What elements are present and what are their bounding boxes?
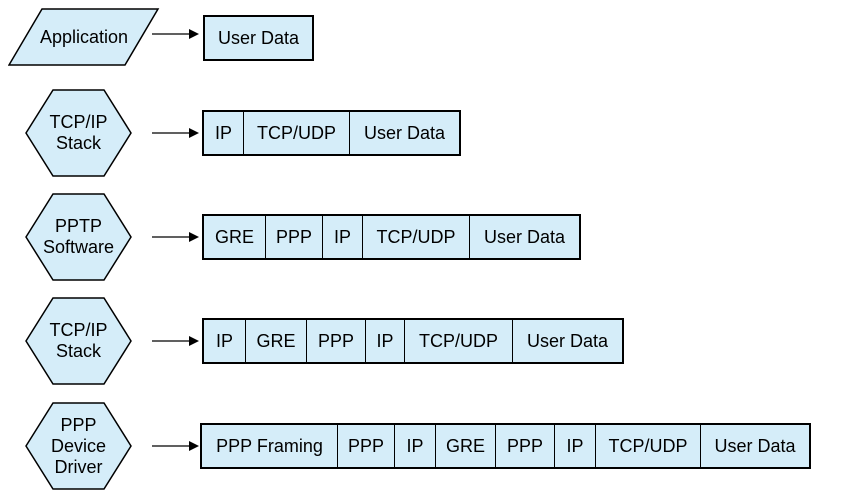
packet-strip-tcpip-1: IP TCP/UDP User Data: [202, 110, 461, 156]
arrow-right-icon: [152, 29, 199, 39]
packet-cell: User Data: [512, 320, 622, 362]
packet-cell: User Data: [217, 27, 300, 48]
packet-cell: GRE: [214, 226, 254, 247]
arrow-right-icon: [152, 128, 199, 138]
packet-cell: IP: [322, 216, 362, 258]
arrow-right-icon: [152, 336, 199, 346]
packet-strip-pptp: GRE PPP IP TCP/UDP User Data: [202, 214, 581, 260]
parallelogram-shape: [8, 8, 160, 66]
packet-cell: TCP/UDP: [362, 216, 469, 258]
packet-cell: TCP/UDP: [243, 112, 349, 154]
hexagon-shape: [25, 193, 132, 281]
packet-cell: PPP: [306, 320, 365, 362]
packet-cell: IP: [365, 320, 404, 362]
arrow-right-icon: [152, 441, 199, 451]
packet-cell: User Data: [349, 112, 459, 154]
hexagon-shape: [25, 297, 132, 385]
packet-cell: User Data: [700, 425, 809, 467]
packet-cell: TCP/UDP: [404, 320, 512, 362]
packet-cell: IP: [394, 425, 435, 467]
packet-cell: GRE: [245, 320, 306, 362]
packet-cell: PPP: [265, 216, 322, 258]
packet-cell: PPP: [495, 425, 554, 467]
hexagon-shape: [25, 89, 132, 177]
packet-strip-tcpip-2: IP GRE PPP IP TCP/UDP User Data: [202, 318, 624, 364]
packet-cell: GRE: [435, 425, 495, 467]
packet-strip-application: User Data: [203, 15, 314, 61]
packet-cell: IP: [214, 122, 232, 143]
packet-cell: IP: [215, 330, 233, 351]
packet-cell: PPP: [337, 425, 394, 467]
packet-strip-ppp-driver: PPP Framing PPP IP GRE PPP IP TCP/UDP Us…: [200, 423, 811, 469]
packet-cell: TCP/UDP: [595, 425, 700, 467]
packet-cell: IP: [554, 425, 595, 467]
arrow-right-icon: [152, 232, 199, 242]
packet-cell: User Data: [469, 216, 579, 258]
hexagon-shape: [25, 402, 132, 490]
packet-cell: PPP Framing: [216, 435, 323, 456]
